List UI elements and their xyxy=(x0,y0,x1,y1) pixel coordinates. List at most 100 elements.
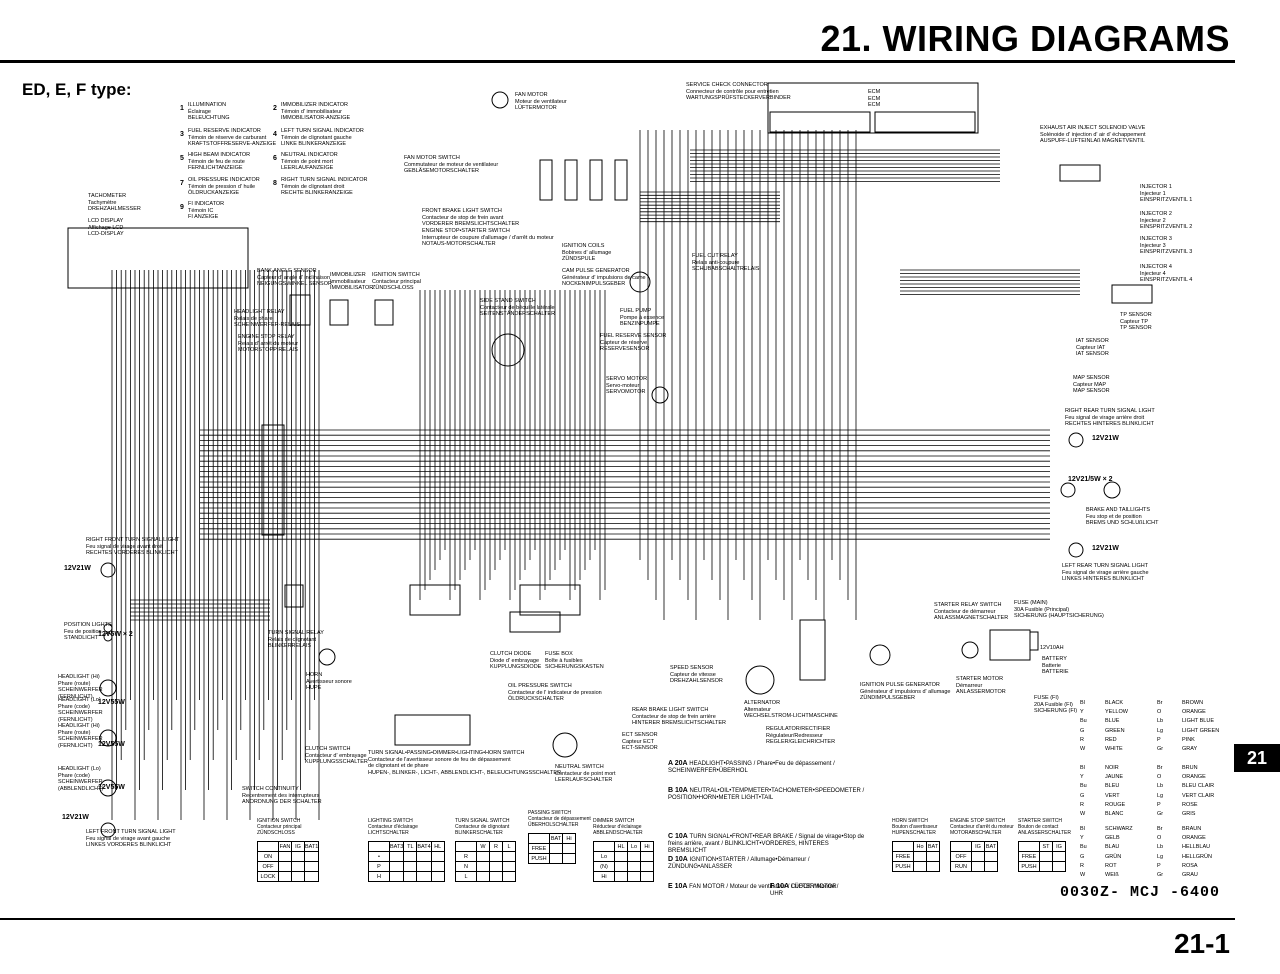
connector-block xyxy=(519,584,581,616)
switch-col: R xyxy=(489,841,503,852)
switch-row: R xyxy=(455,851,477,862)
legend-cell: BLEU xyxy=(1105,783,1120,790)
indicator-number: 7 xyxy=(180,180,184,187)
switch-row: P xyxy=(368,861,390,872)
legend-cell: Bu xyxy=(1080,844,1087,851)
legend-cell: ROUGE xyxy=(1105,801,1126,808)
fuse-main-label: FUSE (MAIN)30A Fusible (Principal)SICHER… xyxy=(1014,600,1104,619)
turn-signal-relay xyxy=(284,584,304,608)
turn-signal-bulb-icon xyxy=(100,822,116,838)
page-number: 21-1 xyxy=(1173,928,1230,959)
legend-cell: Bu xyxy=(1080,718,1087,725)
neutral-switch-icon xyxy=(552,732,578,758)
legend-cell: BROWN xyxy=(1182,700,1204,706)
legend-cell: YELLOW xyxy=(1105,709,1128,716)
legend-cell: WEIß xyxy=(1105,871,1119,878)
bottom-rule xyxy=(0,918,1235,920)
legend-cell: VERT xyxy=(1105,792,1120,799)
legend-cell: ORANGE xyxy=(1182,774,1206,781)
legend-cell: Bu xyxy=(1080,783,1087,790)
turn-signal-bulb-icon xyxy=(1068,432,1084,448)
legend-cell: Lg xyxy=(1157,853,1164,860)
ecm xyxy=(767,82,979,134)
legend-cell: O xyxy=(1157,709,1162,716)
switch-row: (N) xyxy=(593,861,615,872)
legend-cell: G xyxy=(1080,792,1085,799)
switch-col: Lo xyxy=(627,841,641,852)
switch-col: TL xyxy=(403,841,418,852)
regulator-rectifier xyxy=(799,619,826,681)
switch-col: IG xyxy=(291,841,305,852)
legend-cell: BLANC xyxy=(1105,810,1124,817)
headlight-hi-r-label: HEADLIGHT (Hi)Phare (route)SCHEINWERFER(… xyxy=(58,674,103,700)
legend-cell: RED xyxy=(1105,736,1117,743)
legend-cell: BLAU xyxy=(1105,844,1120,851)
ecm-connector-b xyxy=(874,111,976,133)
switch-row: Lo xyxy=(593,851,615,862)
bulb-rating-turn_lr: 12V21W xyxy=(1092,545,1119,552)
switch-col: Hi xyxy=(640,841,654,852)
bulb-rating-turn_rf: 12V21W xyxy=(64,565,91,572)
side-stand-switch-icon xyxy=(491,333,525,367)
combination-meter xyxy=(67,227,249,289)
legend-cell: PINK xyxy=(1182,736,1195,743)
switch-col: HL xyxy=(430,841,445,852)
indicator-number: 3 xyxy=(180,131,184,138)
position-bulb-icon xyxy=(103,632,113,642)
legend-cell: Bl xyxy=(1080,826,1085,832)
legend-cell: R xyxy=(1080,801,1084,808)
section-tab: 21 xyxy=(1234,744,1280,772)
fuse-D: D 10A IGNITION•STARTER / Allumage•Démarr… xyxy=(668,856,868,871)
headlight-bulb-icon xyxy=(99,779,117,797)
switch-row: LOCK xyxy=(257,871,279,882)
switch-row: OFF xyxy=(257,861,279,872)
legend-cell: GREEN xyxy=(1105,727,1125,734)
page-title: 21. WIRING DIAGRAMS xyxy=(820,18,1230,59)
headlight-hi-l-label: HEADLIGHT (Hi)Phare (route)SCHEINWERFER(… xyxy=(58,723,103,749)
headlight-bulb-icon xyxy=(99,679,117,697)
indicator-number: 2 xyxy=(273,105,277,112)
legend-cell: G xyxy=(1080,853,1085,860)
alternator-icon xyxy=(745,665,775,695)
turn-signal-bulb-icon xyxy=(1060,482,1076,498)
legend-cell: ROT xyxy=(1105,862,1117,869)
legend-cell: WHITE xyxy=(1105,745,1123,752)
legend-cell: ROSA xyxy=(1182,862,1198,869)
